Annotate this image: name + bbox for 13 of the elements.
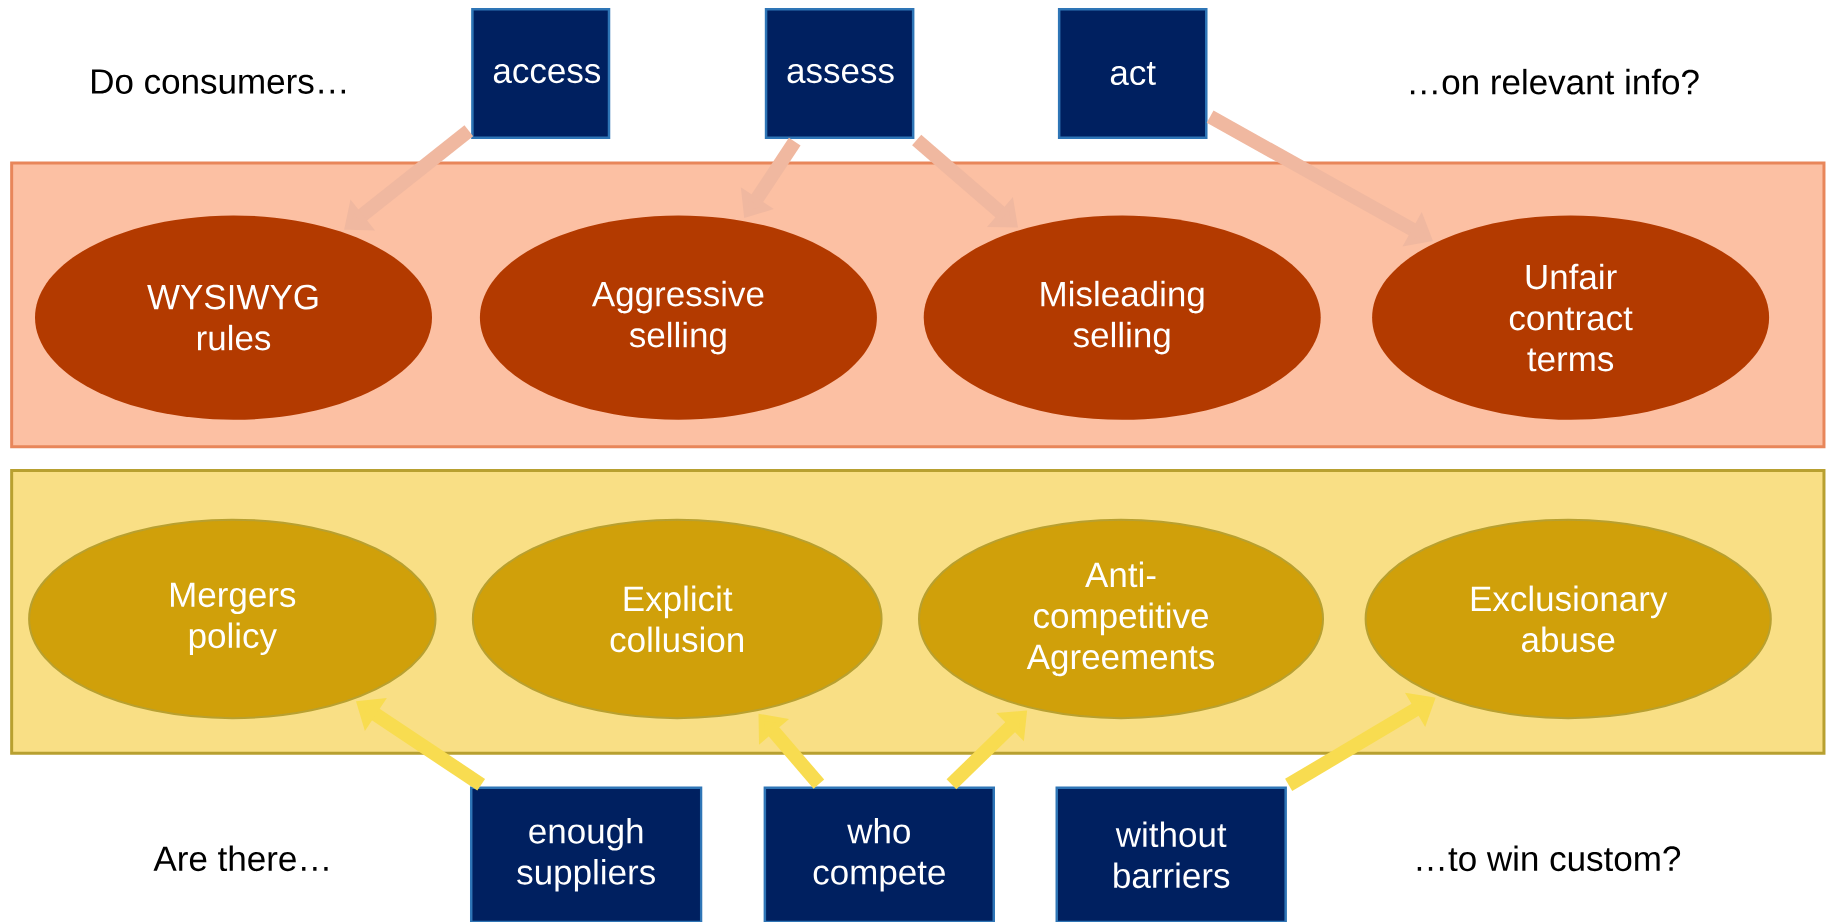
- question-box: enough suppliers: [469, 786, 703, 922]
- question-box: who compete: [763, 786, 995, 922]
- question-box: without barriers: [1055, 786, 1287, 922]
- block-arrow: [344, 125, 474, 231]
- block-arrow: [912, 134, 1018, 228]
- question-text: …on relevant info?: [1410, 68, 1699, 95]
- question-text: …to win custom?: [1417, 845, 1681, 872]
- question-text: Are there…: [153, 845, 328, 872]
- question-text: Do consumers…: [92, 69, 345, 94]
- question-box: assess: [764, 8, 915, 140]
- question-box: act: [1057, 8, 1208, 140]
- question-box: access: [471, 8, 611, 140]
- block-arrow: [356, 698, 486, 791]
